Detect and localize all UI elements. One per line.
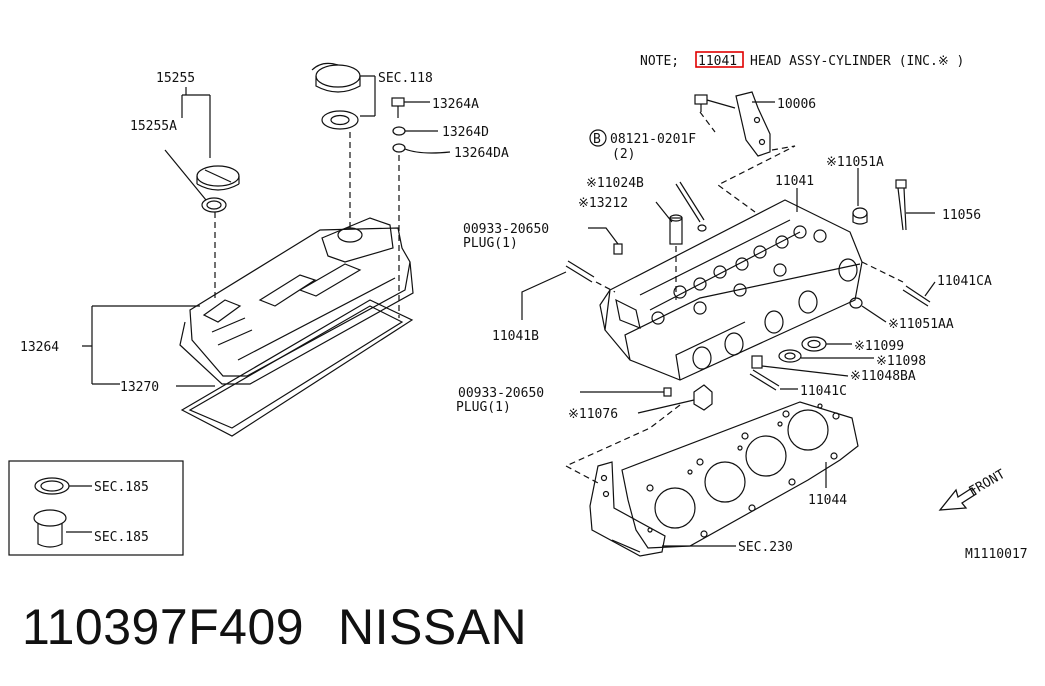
label-13212: ※13212 — [578, 196, 628, 211]
leader-13212 — [655, 201, 673, 223]
note-prefix: NOTE; — [640, 54, 679, 69]
head-gasket — [621, 401, 859, 549]
label-11076: ※11076 — [568, 407, 618, 422]
rocker-cover — [179, 217, 414, 385]
oil-filler-cap — [196, 165, 240, 191]
washer-13264da — [392, 143, 406, 153]
plug-top — [613, 243, 623, 255]
bolt-marker-circle — [589, 129, 607, 147]
leader-11076 — [637, 399, 695, 414]
leader-11041ca — [924, 281, 936, 297]
label-15255: 15255 — [156, 71, 195, 86]
inset-box — [8, 460, 184, 556]
leader-11041b — [521, 271, 567, 320]
label-11044: 11044 — [808, 493, 847, 508]
label-sec185-b: SEC.185 — [94, 530, 149, 545]
label-13270: 13270 — [120, 380, 159, 395]
rocker-gasket — [180, 299, 414, 437]
label-bolt-code: 08121-0201F — [610, 132, 696, 147]
plug-11051a — [852, 207, 868, 225]
label-13264d: 13264D — [442, 125, 489, 140]
label-11098: ※11098 — [876, 354, 926, 369]
label-sec230: SEC.230 — [738, 540, 793, 555]
seal-11099 — [801, 336, 827, 352]
cam-bores — [651, 225, 827, 325]
label-diagram-id: M1110017 — [965, 547, 1028, 562]
cylinder-head — [599, 199, 863, 381]
label-13264a: 13264A — [432, 97, 479, 112]
label-11041: 11041 — [775, 174, 814, 189]
label-front: FRONT — [967, 467, 1009, 500]
label-11024b: ※11024B — [586, 176, 644, 191]
stud-11056 — [895, 179, 907, 231]
leader-11051aa — [861, 305, 887, 323]
leader-13264 — [82, 305, 200, 385]
label-11056: 11056 — [942, 208, 981, 223]
lifting-bracket — [735, 91, 771, 157]
leader-13264da — [404, 148, 451, 154]
label-11099: ※11099 — [854, 339, 904, 354]
label-13264da: 13264DA — [454, 146, 509, 161]
dash-gasket — [564, 404, 681, 485]
label-11041c: 11041C — [800, 384, 847, 399]
inset-seal-ring — [34, 477, 70, 495]
pcv-valve — [311, 62, 361, 130]
intake-ports — [692, 258, 858, 370]
note-highlight — [695, 51, 744, 68]
label-plug-top-text: PLUG(1) — [463, 236, 518, 251]
gasket-11098 — [778, 349, 802, 363]
cap-gasket — [201, 197, 227, 213]
dash-stud-b — [595, 281, 616, 293]
dash-bracket — [699, 111, 796, 213]
part-number: 110397F409 — [22, 599, 305, 655]
inset-plug — [33, 509, 67, 548]
leader-sec118 — [360, 75, 376, 117]
label-15255a: 15255A — [130, 119, 177, 134]
note-part: 11041 — [698, 54, 737, 69]
label-bolt-qty: (2) — [612, 147, 635, 162]
leader-15255 — [181, 87, 211, 158]
brand-name: NISSAN — [338, 599, 528, 655]
label-11041ca: 11041CA — [937, 274, 992, 289]
pin-13212 — [669, 214, 683, 245]
note-suffix: HEAD ASSY-CYLINDER (INC.※ ) — [750, 54, 964, 69]
plug-11076 — [693, 384, 713, 411]
stud-11041c — [749, 369, 780, 391]
plug-11051aa — [849, 297, 863, 309]
dowel-11024b — [675, 181, 707, 232]
stud-11041b — [565, 260, 595, 283]
leader-11048ba — [761, 365, 849, 377]
plug-11048ba — [751, 355, 763, 369]
label-11051aa: ※11051AA — [888, 317, 954, 332]
stud-11041ca — [902, 285, 931, 307]
bolt-marker: B — [593, 132, 601, 147]
label-plug-bot-text: PLUG(1) — [456, 400, 511, 415]
label-sec185-a: SEC.185 — [94, 480, 149, 495]
washer-13264d — [392, 126, 406, 136]
bolt-13264a — [391, 97, 405, 118]
label-plug-top-code: 00933-20650 — [463, 222, 549, 237]
dash-11041ca — [861, 261, 904, 283]
label-11048ba: ※11048BA — [850, 369, 916, 384]
label-plug-bot-code: 00933-20650 — [458, 386, 544, 401]
label-13264: 13264 — [20, 340, 59, 355]
rear-plate — [589, 461, 666, 557]
front-arrow-icon — [938, 487, 977, 511]
label-10006: 10006 — [777, 97, 816, 112]
label-sec118: SEC.118 — [378, 71, 433, 86]
label-11051a: ※11051A — [826, 155, 884, 170]
label-11041b: 11041B — [492, 329, 539, 344]
bolt-08121 — [694, 94, 736, 112]
leader-plug-top — [588, 227, 619, 245]
plug-bottom — [663, 387, 672, 397]
leader-15255a — [164, 149, 207, 201]
